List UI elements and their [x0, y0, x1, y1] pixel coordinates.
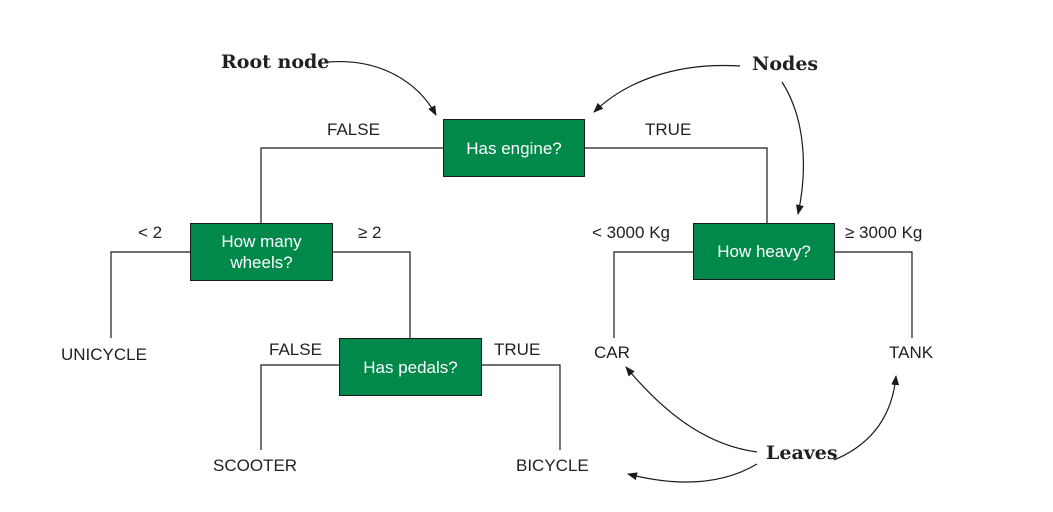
node-how-heavy-label: How heavy?: [717, 242, 811, 261]
node-how-heavy: How heavy?: [693, 223, 835, 280]
node-has-pedals-label: Has pedals?: [363, 357, 458, 377]
arrow-root-node: [327, 60, 437, 116]
node-how-many-wheels-label: How many wheels?: [221, 232, 302, 272]
arrow-leaves-to-car: [625, 366, 758, 453]
branch-label-wheels-lt2: < 2: [138, 223, 163, 242]
branch-label-engine-false: FALSE: [327, 120, 380, 139]
branch-label-engine-true: TRUE: [645, 120, 692, 139]
leaf-bicycle: BICYCLE: [516, 456, 589, 475]
edge-wheels-lt2: [110, 251, 190, 338]
arrow-nodes-to-root: [593, 64, 741, 113]
annotation-nodes: Nodes: [752, 53, 819, 75]
edge-wheels-ge2: [333, 251, 411, 338]
branch-label-pedals-false: FALSE: [269, 340, 322, 359]
edge-weight-heavy: [835, 251, 913, 338]
leaf-tank: TANK: [889, 343, 934, 362]
leaf-car: CAR: [594, 343, 630, 362]
branch-label-weight-light: < 3000 Kg: [592, 223, 670, 242]
node-has-engine-label: Has engine?: [466, 138, 562, 158]
node-how-many-wheels: How many wheels?: [190, 223, 333, 281]
node-has-pedals: Has pedals?: [339, 338, 482, 396]
node-has-engine: Has engine?: [443, 119, 585, 177]
edge-root-true: [585, 147, 768, 223]
branch-label-wheels-ge2: ≥ 2: [358, 223, 382, 242]
edge-weight-light: [613, 251, 693, 338]
arrow-leaves-to-bicycle: [627, 463, 758, 483]
branch-label-weight-heavy: ≥ 3000 Kg: [845, 223, 923, 242]
annotation-leaves: Leaves: [766, 442, 838, 464]
arrow-leaves-to-tank: [833, 375, 900, 461]
annotation-root-node: Root node: [221, 51, 330, 73]
arrow-nodes-to-weight: [781, 81, 805, 215]
leaf-scooter: SCOOTER: [213, 456, 298, 475]
edge-root-false: [260, 147, 443, 223]
edge-pedals-false: [260, 364, 339, 450]
branch-label-pedals-true: TRUE: [494, 340, 541, 359]
edge-pedals-true: [482, 364, 561, 450]
leaf-unicycle: UNICYCLE: [61, 345, 147, 364]
